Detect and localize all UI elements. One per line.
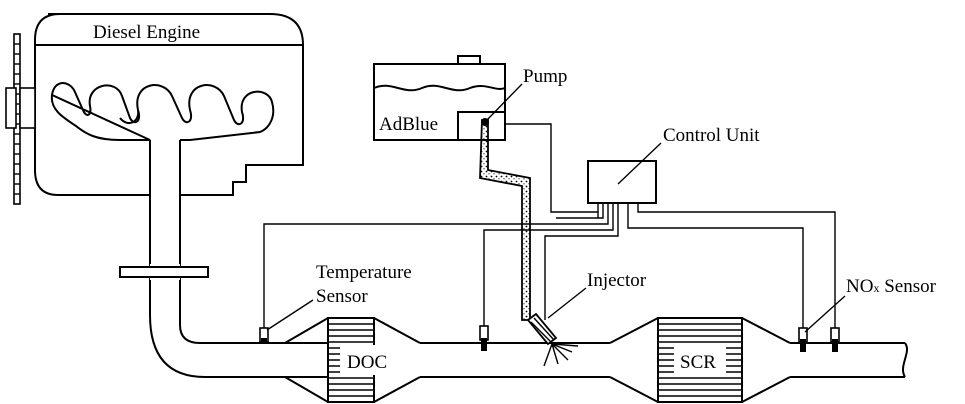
nox-label-rest: Sensor [879, 276, 936, 297]
temperature-sensor: Temperature Sensor [259, 262, 412, 343]
scr-label: SCR [680, 352, 716, 373]
control-unit-leader [617, 142, 662, 185]
control-unit-label: Control Unit [663, 125, 760, 146]
nox-label: NOx Sensor [846, 276, 937, 297]
diesel-engine: Diesel Engine [5, 13, 304, 205]
control-unit: Control Unit [587, 125, 760, 204]
injector: Injector [526, 270, 647, 367]
nox-label-main: NO [846, 276, 873, 297]
pipe-break [902, 342, 908, 378]
tank-label: AdBlue [379, 114, 438, 135]
nox-label-sub: x [873, 281, 879, 295]
scr-catalyst: SCR [609, 317, 791, 403]
fan-hub [19, 87, 36, 129]
pulley [5, 87, 17, 129]
fluid-level [373, 84, 506, 92]
pump-leader [484, 83, 523, 123]
tank-cap [457, 55, 481, 65]
nox-sensor-leader [804, 295, 846, 333]
wiring [263, 123, 836, 328]
doc-catalyst: DOC [284, 317, 421, 403]
exhaust-pipe [119, 195, 908, 378]
temperature-label-line1: Temperature [316, 262, 412, 283]
temperature-label-line2: Sensor [316, 286, 368, 307]
injector-leader [547, 287, 587, 319]
exhaust-manifold [50, 82, 275, 141]
injector-label: Injector [587, 270, 647, 291]
engine-label: Diesel Engine [93, 22, 200, 43]
temperature-sensor-leader [266, 299, 314, 331]
mid-sensor [479, 325, 489, 351]
doc-label: DOC [347, 352, 387, 373]
pump-label: Pump [523, 66, 567, 87]
nox-sensor: NOx Sensor [798, 276, 937, 352]
